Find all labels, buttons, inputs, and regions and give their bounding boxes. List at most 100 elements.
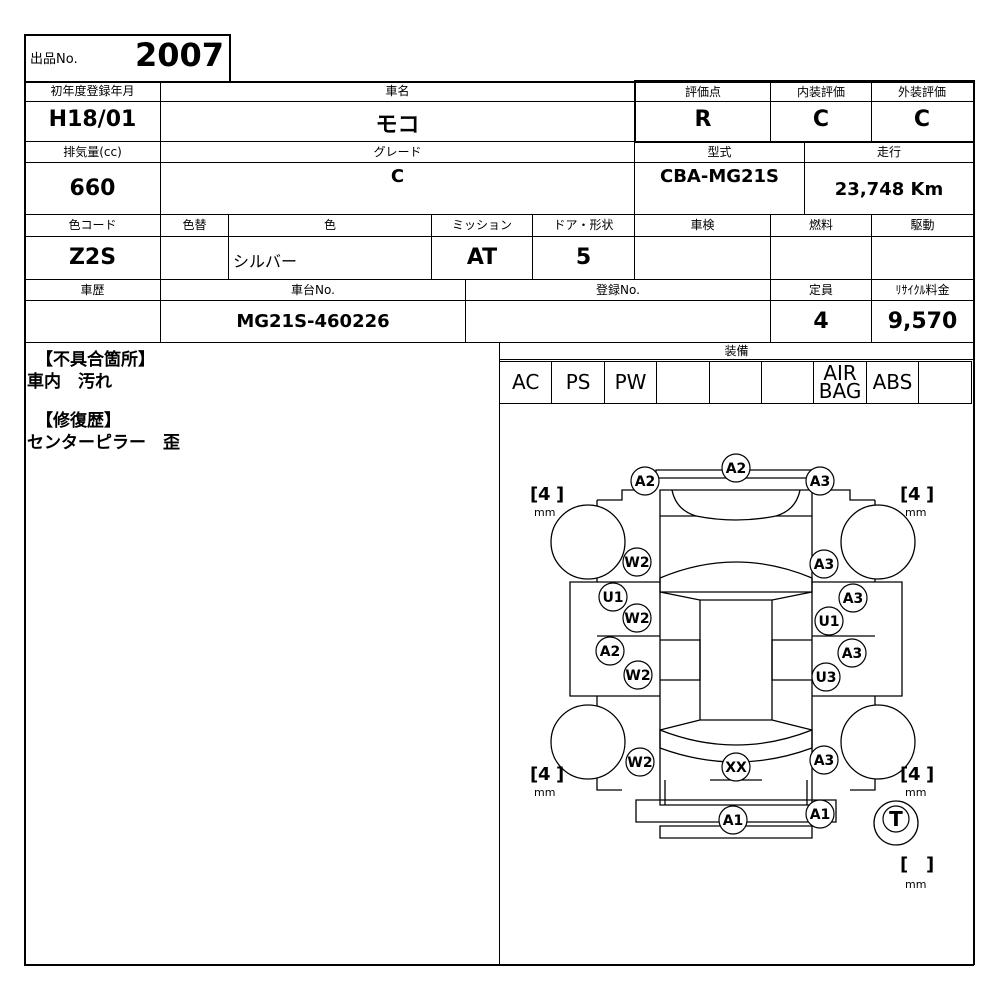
hood-detail [671,489,801,517]
left-door-lines [597,581,660,697]
grid-line [24,279,974,280]
damage-mark-circle [838,583,868,613]
tread-bracket-fl: ] [556,484,564,505]
border [24,34,26,82]
unit-mm: mm [534,506,555,519]
tread-rear-right: 4 [908,764,921,785]
grid-line [431,214,432,280]
damage-mark-circle [721,453,751,483]
front-left-wheel [550,504,626,580]
damage-mark-circle [814,606,844,636]
damage-mark-circle [718,805,748,835]
interior-value: C [812,107,830,132]
damage-mark-circle [630,466,660,496]
roof-outline [659,591,813,731]
tread-bracket-rr: [ [900,764,908,785]
grid-line [24,300,974,301]
damage-mark-hood: A2 [726,461,747,477]
year-label: 初年度登録年月 [50,84,135,98]
damage-mark-circle [623,660,653,690]
damage-mark-left-front-fender: W2 [624,555,649,571]
rear-window-outline [659,729,813,763]
repair-heading: 【修復歴】 [36,411,121,431]
model-label: 型式 [707,145,732,159]
right-door-lines [812,581,875,697]
equipment-item [657,362,710,403]
tread-bracket-fr: ] [926,484,934,505]
rear-right-wheel [840,704,916,780]
damage-mark-left-rear-door-w: W2 [625,668,650,684]
unit-mm: mm [905,786,926,799]
grid-line [160,214,161,280]
grid-line [24,141,974,142]
spare-tire-mark-circle [882,805,910,833]
damage-mark-right-front-door-u: U1 [818,614,839,630]
grid-line [228,214,229,280]
damage-mark-rear-bumper: A1 [723,813,744,829]
capacity-label: 定員 [808,283,833,297]
damage-mark-left-front-door-u: U1 [602,590,623,606]
door-label: ドア・形状 [553,218,614,232]
rear-bumper-outline [635,799,837,823]
grid-line [871,214,872,280]
rear-left-wheel [550,704,626,780]
grid-line [804,141,805,215]
body-outline [659,516,813,806]
hood-outline [659,489,813,521]
inspection-label: 車検 [690,218,715,232]
tread-bracket-rr: ] [926,764,934,785]
damage-mark-right-rear-door-u: U3 [815,670,836,686]
tread-bracket-rl: [ [530,764,538,785]
section-divider [499,342,500,965]
damage-mark-circle [837,638,867,668]
grid-line [634,141,635,215]
grid-line [24,236,974,237]
exterior-value: C [913,107,931,132]
recycle-label: ﾘｻｲｸﾙ料金 [895,283,950,297]
tread-bracket-spare: [ [900,854,908,875]
grid-line [160,81,161,142]
drive-label: 駆動 [910,218,935,232]
damage-mark-circle [622,603,652,633]
grid-line [160,141,161,215]
damage-mark-back-door: XX [725,760,747,776]
unit-mm: mm [534,786,555,799]
equipment-item [762,362,815,403]
damage-mark-front-left-corner: A2 [635,474,656,490]
grid-line [160,279,161,343]
defects-text: 車内 汚れ [27,372,112,392]
color-code-label: 色コード [68,218,117,232]
border [24,81,974,83]
fuel-label: 燃料 [808,218,833,232]
damage-mark-right-rear-fender: A3 [814,753,835,769]
equipment-label: 装備 [724,344,749,358]
grid-line [770,214,771,280]
history-label: 車歴 [80,283,105,297]
border [24,34,230,36]
pillar-detail [660,639,812,681]
door-value: 5 [575,245,592,270]
border [229,34,231,82]
reg-label: 登録No. [596,283,640,297]
tread-bracket-rl: ] [556,764,564,785]
year-value: H18/01 [48,107,137,132]
front-right-wheel [840,504,916,580]
equipment-item: PW [605,362,658,403]
mileage-label: 走行 [876,145,901,159]
exterior-label: 外装評価 [897,85,946,99]
car-name-label: 車名 [385,84,410,98]
damage-mark-circle [598,582,628,612]
tread-front-right: 4 [908,484,921,505]
grid-line [770,279,771,343]
grid-line [871,81,872,141]
capacity-value: 4 [813,309,829,334]
mission-label: ミッション [451,218,512,232]
grid-line [24,214,974,215]
unit-mm: mm [905,506,926,519]
rear-bumper-lower-outline [659,825,813,839]
recycle-value: 9,570 [887,309,958,334]
damage-mark-right-front-fender: A3 [814,557,835,573]
repaint-label: 色替 [182,218,207,232]
displacement-value: 660 [69,176,116,201]
displacement-label: 排気量(cc) [63,145,122,159]
